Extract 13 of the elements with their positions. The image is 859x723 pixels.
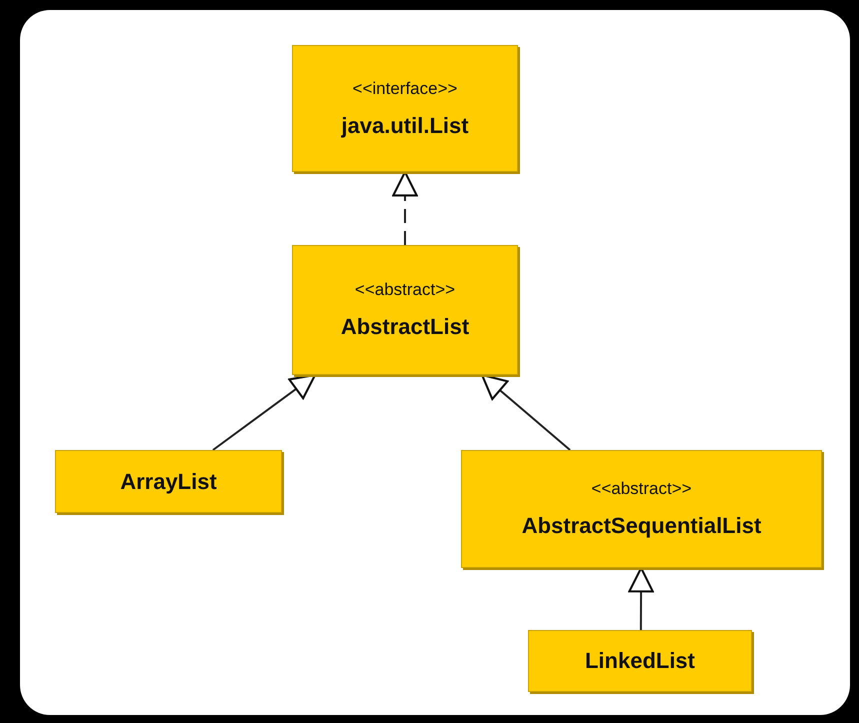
class-name: ArrayList [120, 468, 217, 494]
class-box [292, 245, 518, 375]
stereotype-label: <<interface>> [352, 78, 458, 98]
class-box [292, 45, 518, 172]
class-box [55, 450, 282, 513]
class-name: java.util.List [341, 112, 469, 138]
stereotype-label: <<abstract>> [591, 479, 692, 499]
class-name: AbstractList [340, 314, 470, 340]
class-name: AbstractSequentialList [522, 513, 762, 539]
class-box [528, 630, 752, 692]
class-box [461, 450, 822, 568]
class-name: LinkedList [584, 648, 695, 674]
stereotype-label: <<abstract>> [354, 280, 456, 300]
